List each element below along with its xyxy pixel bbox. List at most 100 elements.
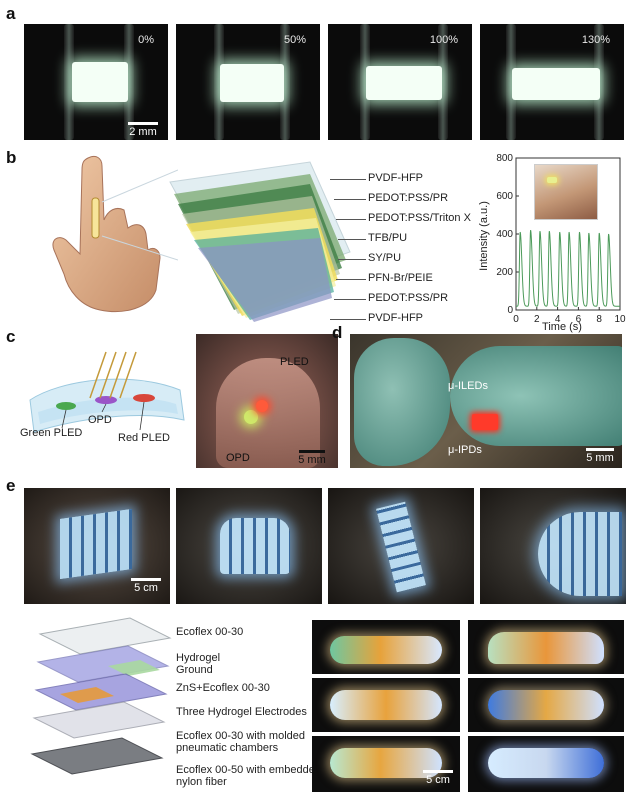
panel-e-label: e xyxy=(6,476,16,495)
opd-photo-label: OPD xyxy=(226,452,250,464)
finger-left xyxy=(354,338,450,466)
display-grid-glow xyxy=(376,501,426,593)
layer-label-sy-pu: SY/PU xyxy=(368,252,402,264)
leader-line xyxy=(338,239,366,240)
actuator-glow xyxy=(488,632,604,664)
exploded-actuator-diagram xyxy=(30,617,172,775)
display-grid-glow xyxy=(60,508,132,580)
x-tick-label: 2 xyxy=(534,314,540,325)
layer-label-pedot-triton: PEDOT:PSS/Triton X xyxy=(368,212,471,224)
actuator-glow xyxy=(330,690,442,720)
micro-led-array xyxy=(472,414,498,430)
actuator-glow xyxy=(330,636,442,664)
stretchable-display-photo-2 xyxy=(176,488,322,604)
pled-photo-label: PLED xyxy=(280,356,309,368)
layer-label-ecoflex-nylon: Ecoflex 00-50 with embedded nylon fiber xyxy=(176,764,321,788)
wearable-pled-device xyxy=(91,197,100,239)
emission-area xyxy=(366,66,442,100)
intensity-chart: 0 2 4 6 8 10 0 200 400 600 800 Time (s) Intensity … xyxy=(478,153,626,333)
layer-label-pfn-peie: PFN-Br/PEIE xyxy=(368,272,433,284)
leader-line xyxy=(338,259,366,260)
opd xyxy=(95,396,117,404)
stretch-photo-0: 0% 2 mm xyxy=(24,24,168,140)
sensor-patch-diagram xyxy=(29,351,185,433)
stretchable-display-photo-4 xyxy=(480,488,626,604)
scale-bar-d: 5 mm xyxy=(582,448,618,464)
emission-area xyxy=(512,68,600,100)
layer-label-hydrogel-ground: Hydrogel Ground xyxy=(176,652,221,676)
scale-bar-c: 5 mm xyxy=(294,450,330,466)
actuator-photo-6 xyxy=(468,736,624,792)
micro-iled-label: μ-ILEDs xyxy=(448,380,488,392)
y-tick-label: 0 xyxy=(507,305,513,316)
chart-x-axis-label: Time (s) xyxy=(542,321,582,333)
actuator-photo-4 xyxy=(468,678,624,732)
fingertip-micro-device-photo: μ-ILEDs μ-IPDs 5 mm xyxy=(350,334,622,468)
layer-label-ecoflex-pneumatic: Ecoflex 00-30 with molded pneumatic cham… xyxy=(176,730,306,754)
hand-illustration xyxy=(52,155,178,313)
x-tick-label: 0 xyxy=(513,314,519,325)
inset-device-glow xyxy=(547,177,557,183)
glass-rod-left xyxy=(214,24,224,140)
glass-rod-right xyxy=(438,24,448,140)
x-tick-label: 8 xyxy=(596,314,602,325)
actuator-photo-1 xyxy=(312,620,460,674)
intensity-series-line xyxy=(516,230,620,307)
red-pled-label: Red PLED xyxy=(118,432,170,444)
stretchable-display-photo-1: 5 cm xyxy=(24,488,170,604)
red-led-glow xyxy=(256,400,268,412)
emission-area xyxy=(220,64,284,102)
y-tick-label: 600 xyxy=(496,191,513,202)
green-led-glow xyxy=(244,410,258,424)
y-tick-label: 800 xyxy=(496,153,513,164)
chart-inset-photo xyxy=(534,164,598,220)
finger-right xyxy=(450,346,622,446)
leader-line xyxy=(336,279,366,280)
layer-label-pvdf-top: PVDF-HFP xyxy=(368,172,423,184)
scale-bar-e-bottom: 5 cm xyxy=(420,770,456,786)
glass-rod-right xyxy=(124,24,134,140)
stretch-photo-50: 50% xyxy=(176,24,320,140)
y-tick-label: 200 xyxy=(496,267,513,278)
x-tick-label: 4 xyxy=(555,314,561,325)
red-pled xyxy=(133,394,155,402)
glass-rod-left xyxy=(506,24,516,140)
leader-line xyxy=(334,199,366,200)
stretchable-display-photo-3 xyxy=(328,488,474,604)
green-pled-label: Green PLED xyxy=(20,427,83,439)
stretch-photo-100: 100% xyxy=(328,24,472,140)
emission-area xyxy=(72,62,128,102)
opd-label: OPD xyxy=(88,414,112,426)
display-grid-glow xyxy=(538,512,622,596)
y-tick-label: 400 xyxy=(496,229,513,240)
leader-line xyxy=(336,219,366,220)
actuator-photo-5: 5 cm xyxy=(312,736,460,792)
layer-label-pedot-pr-top: PEDOT:PSS/PR xyxy=(368,192,449,204)
layer-stack-illustration xyxy=(169,161,351,322)
layer-label-pedot-pr-bottom: PEDOT:PSS/PR xyxy=(368,292,449,304)
glass-rod-left xyxy=(64,24,74,140)
chart-y-axis-label: Intensity (a.u.) xyxy=(478,201,490,271)
chart-series xyxy=(516,230,620,307)
x-tick-label: 6 xyxy=(576,314,582,325)
fingertip-sensor-photo: PLED OPD 5 mm xyxy=(196,334,338,468)
strain-label: 50% xyxy=(283,34,306,46)
green-pled xyxy=(56,402,76,410)
leader-line xyxy=(334,299,366,300)
strain-label: 0% xyxy=(138,34,154,46)
layer-label-tfb-pu: TFB/PU xyxy=(368,232,408,244)
scale-bar-e-top: 5 cm xyxy=(128,578,164,594)
panel-c-label: c xyxy=(6,327,16,346)
layer-label-zns-ecoflex: ZnS+Ecoflex 00-30 xyxy=(176,682,270,694)
actuator-glow xyxy=(488,690,604,720)
layer-label-pvdf-bottom: PVDF-HFP xyxy=(368,312,423,324)
actuator-photo-3 xyxy=(312,678,460,732)
strain-label: 130% xyxy=(581,34,610,46)
glass-rod-left xyxy=(360,24,370,140)
x-tick-label: 10 xyxy=(614,314,626,325)
actuator-glow xyxy=(330,748,442,778)
layer-label-hydrogel-electrodes: Three Hydrogel Electrodes xyxy=(176,706,307,718)
panel-b-label: b xyxy=(6,148,17,167)
strain-label: 100% xyxy=(429,34,458,46)
finger-shape xyxy=(216,358,320,468)
